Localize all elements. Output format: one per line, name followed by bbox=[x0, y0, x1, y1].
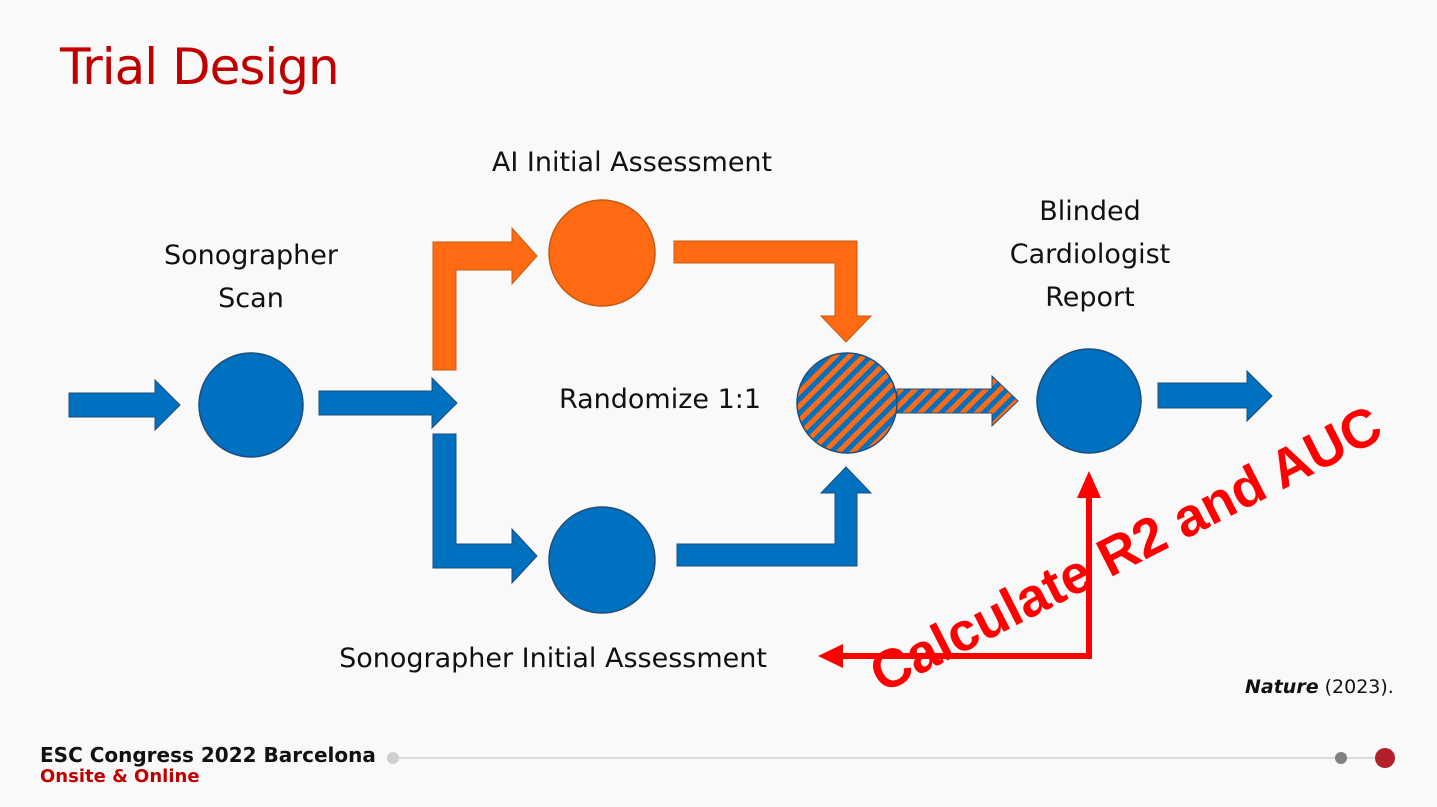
citation-journal: Nature bbox=[1245, 676, 1319, 698]
ai-to-merge-arrow bbox=[673, 240, 873, 343]
sonographer-initial-label: Sonographer Initial Assessment bbox=[339, 643, 767, 674]
merge-to-report-arrow bbox=[896, 374, 1019, 428]
comparison-arrowhead-up bbox=[1077, 471, 1101, 498]
cardiologist-report-node bbox=[1036, 348, 1142, 454]
slide-title: Trial Design bbox=[60, 38, 340, 96]
entry-arrow bbox=[68, 378, 181, 432]
timeline-end-dot bbox=[1375, 748, 1395, 768]
comparison-arrowhead-left bbox=[818, 644, 843, 668]
sonographer-scan-node bbox=[198, 352, 304, 458]
citation: Nature (2023). bbox=[1245, 676, 1394, 698]
timeline-mid-dot bbox=[1335, 752, 1347, 764]
ai-initial-label: AI Initial Assessment bbox=[491, 147, 773, 178]
randomize-label: Randomize 1:1 bbox=[558, 384, 762, 415]
footer-subtitle: Onsite & Online bbox=[40, 766, 200, 787]
ai-initial-node bbox=[548, 199, 656, 307]
sonographer-to-merge-arrow bbox=[676, 466, 873, 567]
exit-arrow bbox=[1157, 369, 1273, 423]
ai-branch-arrow bbox=[432, 226, 538, 371]
sonographer-initial-node bbox=[548, 506, 656, 614]
comparison-connector bbox=[840, 498, 1092, 659]
timeline-start-dot bbox=[387, 752, 399, 764]
merge-node bbox=[796, 352, 898, 454]
sonographer-branch-arrow bbox=[432, 433, 538, 585]
blinded-report-label: Blinded Cardiologist Report bbox=[1009, 196, 1171, 313]
sonographer-scan-label: Sonographer Scan bbox=[163, 240, 339, 314]
scan-to-split-arrow bbox=[318, 376, 458, 430]
footer-conference: ESC Congress 2022 Barcelona bbox=[40, 743, 376, 767]
citation-year: (2023). bbox=[1318, 676, 1394, 698]
